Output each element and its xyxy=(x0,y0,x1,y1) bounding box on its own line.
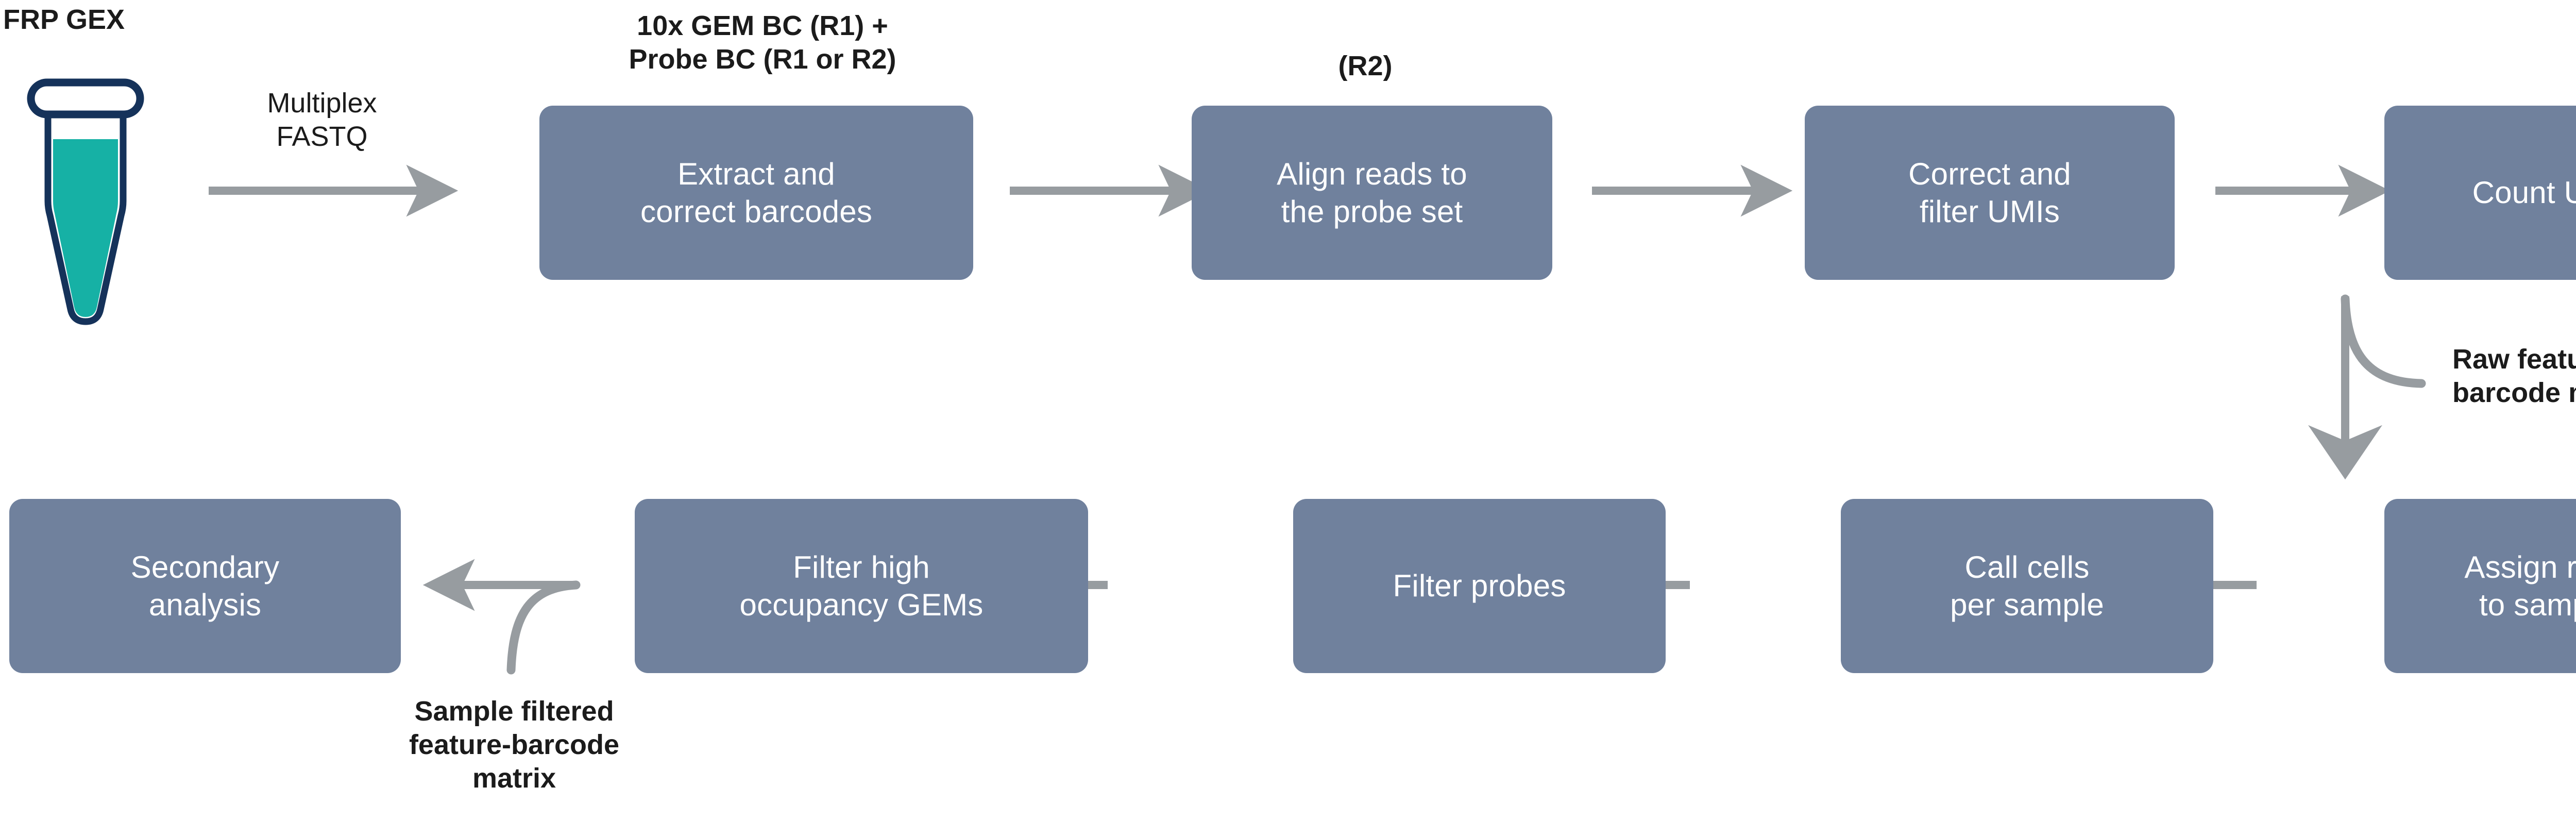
eppendorf-tube-icon xyxy=(27,78,144,325)
step-correct-filter-umis[interactable]: Correct and filter UMIs xyxy=(1805,106,2175,280)
step-filter-probes[interactable]: Filter probes xyxy=(1293,499,1666,673)
leader-raw-matrix xyxy=(2341,294,2426,388)
annotation-gem-probe-bc: 10x GEM BC (R1) + Probe BC (R1 or R2) xyxy=(629,10,896,75)
step-assign-reads-to-samples[interactable]: Assign reads to samples xyxy=(2384,499,2576,673)
annotation-r2-read: (R2) xyxy=(1338,51,1393,81)
step-filter-high-occupancy-gems[interactable]: Filter high occupancy GEMs xyxy=(635,499,1088,673)
annotation-sample-filtered-matrix: Sample filtered feature-barcode matrix xyxy=(409,696,620,794)
step-count-umis[interactable]: Count UMIs xyxy=(2384,106,2576,280)
annotation-multiplex-fastq: Multiplex FASTQ xyxy=(267,88,377,152)
step-extract-correct-barcodes[interactable]: Extract and correct barcodes xyxy=(539,106,973,280)
step-call-cells-per-sample[interactable]: Call cells per sample xyxy=(1841,499,2213,673)
sample-label: FRP GEX xyxy=(3,4,125,35)
leader-sample-filtered-matrix xyxy=(506,580,581,675)
step-align-reads-probe-set[interactable]: Align reads to the probe set xyxy=(1192,106,1552,280)
step-secondary-analysis[interactable]: Secondary analysis xyxy=(9,499,401,673)
annotation-raw-matrix: Raw feature- barcode matrix xyxy=(2452,344,2576,408)
